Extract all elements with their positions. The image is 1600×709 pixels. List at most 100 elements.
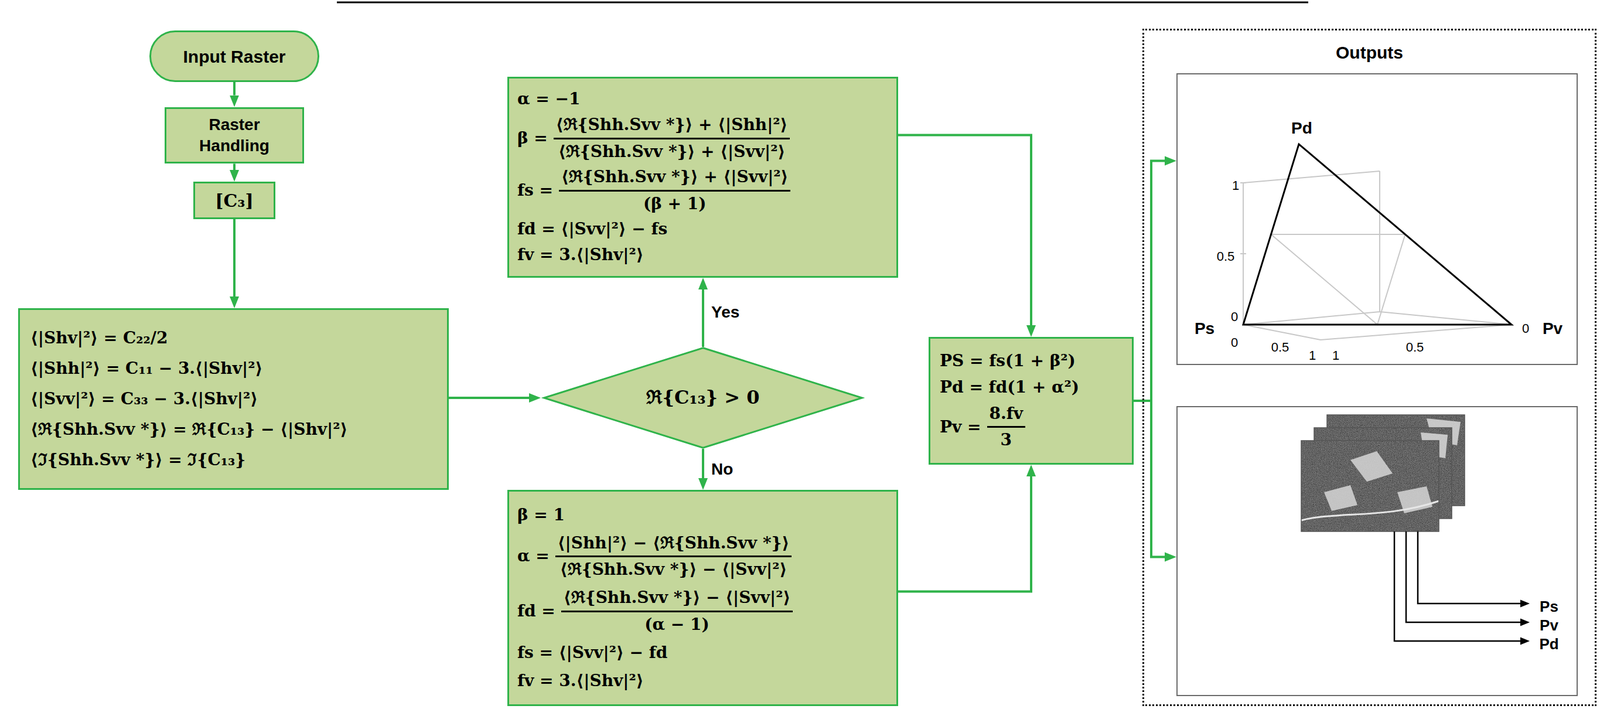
formula-text: fd = bbox=[517, 600, 556, 622]
image-stack bbox=[1301, 414, 1521, 641]
label-anchor: Pd bbox=[1539, 635, 1559, 653]
edge-label: No bbox=[711, 459, 733, 480]
formula-text: fs = ⟨|Svv|²⟩ − fd bbox=[517, 642, 668, 664]
plot-grid bbox=[1240, 171, 1512, 340]
formula-text: ⟨|Shv|²⟩ = C₂₂/2 bbox=[30, 327, 169, 349]
ternary-plot-panel: Pd10.5Ps000.5110.50Pv bbox=[1176, 73, 1578, 365]
formula-text: Pd = fd(1 + α²) bbox=[939, 376, 1080, 398]
connector-arrow bbox=[233, 219, 236, 297]
label-anchor: Pv bbox=[1542, 319, 1563, 339]
formula-row: fd =⟨ℜ{Shh.Svv *}⟩ − ⟨|Svv|²⟩(α − 1) bbox=[517, 587, 793, 636]
process-box: Raster Handling bbox=[164, 107, 305, 165]
formula-row: ⟨ℜ{Shh.Svv *}⟩ = ℜ{C₁₃} − ⟨|Shv|²⟩ bbox=[30, 418, 348, 440]
label-anchor: 1 bbox=[1232, 178, 1240, 193]
formula-row: ⟨|Shv|²⟩ = C₂₂/2 bbox=[30, 327, 169, 349]
image-stack-panel: PsPvPd bbox=[1176, 406, 1578, 697]
tick-label: 0 bbox=[1522, 321, 1530, 336]
formula-row: ⟨|Shh|²⟩ = C₁₁ − 3.⟨|Shv|²⟩ bbox=[30, 357, 263, 380]
formula-text: fv = 3.⟨|Shv|²⟩ bbox=[517, 670, 644, 692]
edge-label-anchor: No bbox=[711, 459, 733, 480]
fraction-numerator: ⟨ℜ{Shh.Svv *}⟩ + ⟨|Shh|²⟩ bbox=[553, 114, 791, 139]
formula-row: fs =⟨ℜ{Shh.Svv *}⟩ + ⟨|Svv|²⟩(β + 1) bbox=[517, 166, 791, 215]
decision-diamond: ℜ{C₁₃} > 0 bbox=[540, 346, 866, 449]
fraction-denominator: ⟨ℜ{Shh.Svv *}⟩ + ⟨|Svv|²⟩ bbox=[553, 139, 791, 163]
node-label: Raster Handling bbox=[183, 114, 285, 158]
formula-text: Pv = bbox=[939, 416, 982, 438]
fraction: ⟨ℜ{Shh.Svv *}⟩ + ⟨|Shh|²⟩⟨ℜ{Shh.Svv *}⟩ … bbox=[553, 114, 791, 163]
image-patch bbox=[1324, 451, 1433, 514]
axis-label: Pd bbox=[1291, 119, 1313, 138]
fraction-numerator: ⟨ℜ{Shh.Svv *}⟩ − ⟨|Svv|²⟩ bbox=[561, 587, 793, 612]
tick-label: 1 bbox=[1332, 348, 1340, 363]
formula-row: PS = fs(1 + β²) bbox=[939, 350, 1076, 372]
start-terminal: Input Raster bbox=[149, 30, 320, 83]
matrix-box: [C₃] bbox=[193, 181, 276, 220]
edge-label: Yes bbox=[711, 302, 740, 323]
connector-arrow bbox=[233, 163, 236, 170]
title-rule bbox=[336, 1, 1309, 4]
fraction-numerator: 8.fv bbox=[987, 403, 1026, 428]
tick-label: 0 bbox=[1230, 335, 1238, 350]
formula-text: ⟨|Shh|²⟩ = C₁₁ − 3.⟨|Shv|²⟩ bbox=[30, 357, 263, 380]
tick-label: 1 bbox=[1308, 348, 1316, 363]
tick-label: 0.5 bbox=[1216, 249, 1236, 264]
formula-box: α = −1β =⟨ℜ{Shh.Svv *}⟩ + ⟨|Shh|²⟩⟨ℜ{Shh… bbox=[507, 76, 899, 278]
label-anchor: 0 bbox=[1522, 321, 1530, 336]
formula-row: ⟨ℑ{Shh.Svv *}⟩ = ℑ{C₁₃} bbox=[30, 449, 246, 471]
formula-text: β = bbox=[517, 127, 548, 149]
power-box: PS = fs(1 + β²) Pd = fd(1 + α²) Pv =8.fv3 bbox=[928, 336, 1134, 465]
formula-row: Pv =8.fv3 bbox=[939, 403, 1026, 452]
formula-text: α = −1 bbox=[517, 88, 581, 110]
formula-text: fd = ⟨|Svv|²⟩ − fs bbox=[517, 218, 668, 240]
label-anchor: 1 bbox=[1332, 348, 1340, 363]
fraction-numerator: ⟨ℜ{Shh.Svv *}⟩ + ⟨|Svv|²⟩ bbox=[558, 166, 791, 191]
formula-row: α =⟨|Shh|²⟩ − ⟨ℜ{Shh.Svv *}⟩⟨ℜ{Shh.Svv *… bbox=[517, 532, 792, 581]
axis-label: Pv bbox=[1539, 616, 1559, 634]
formula-row: α = −1 bbox=[517, 88, 581, 110]
formula-text: ⟨ℜ{Shh.Svv *}⟩ = ℜ{C₁₃} − ⟨|Shv|²⟩ bbox=[30, 418, 348, 440]
node-label: ℜ{C₁₃} > 0 bbox=[646, 385, 760, 411]
panel-heading: Outputs bbox=[1144, 41, 1595, 64]
fraction: 8.fv3 bbox=[987, 403, 1026, 452]
leader-arrow bbox=[1406, 531, 1521, 623]
formula-text: PS = fs(1 + β²) bbox=[939, 350, 1076, 372]
diamond-shape bbox=[544, 348, 863, 449]
formula-row: ⟨|Svv|²⟩ = C₃₃ − 3.⟨|Shv|²⟩ bbox=[30, 388, 258, 410]
label-anchor: 0 bbox=[1230, 335, 1238, 350]
image-road bbox=[1301, 500, 1439, 521]
tick-label: 0 bbox=[1230, 309, 1238, 324]
label-anchor: 1 bbox=[1308, 348, 1316, 363]
formula-box: ⟨|Shv|²⟩ = C₂₂/2 ⟨|Shh|²⟩ = C₁₁ − 3.⟨|Shv… bbox=[18, 308, 449, 490]
axis-label: Pv bbox=[1542, 319, 1563, 339]
label-anchor: 0.5 bbox=[1216, 249, 1236, 264]
label-anchor: Pv bbox=[1539, 616, 1559, 634]
tick-label: 0.5 bbox=[1271, 340, 1290, 355]
leader-arrow bbox=[1417, 531, 1521, 604]
formula-row: fv = 3.⟨|Shv|²⟩ bbox=[517, 670, 644, 692]
label-anchor: Ps bbox=[1539, 598, 1559, 616]
fraction-numerator: ⟨|Shh|²⟩ − ⟨ℜ{Shh.Svv *}⟩ bbox=[555, 532, 793, 558]
fraction-denominator: (α − 1) bbox=[561, 612, 793, 636]
formula-text: β = 1 bbox=[517, 504, 565, 526]
node-label: Input Raster bbox=[182, 45, 286, 68]
tick-label: 0.5 bbox=[1406, 340, 1425, 355]
label-anchor: 0.5 bbox=[1271, 340, 1290, 355]
connector-arrow bbox=[1133, 160, 1165, 401]
formula-box: β = 1 α =⟨|Shh|²⟩ − ⟨ℜ{Shh.Svv *}⟩⟨ℜ{Shh.… bbox=[507, 489, 899, 706]
axis-label: Pd bbox=[1539, 635, 1559, 653]
outputs-panel: OutputsPd10.5Ps000.5110.50PvPsPvPd bbox=[1142, 28, 1597, 706]
formula-text: ⟨ℑ{Shh.Svv *}⟩ = ℑ{C₁₃} bbox=[30, 449, 246, 471]
tick-label: 1 bbox=[1232, 178, 1240, 193]
label-anchor: 0 bbox=[1230, 309, 1238, 324]
label-anchor: Pd bbox=[1291, 119, 1313, 138]
formula-row: fs = ⟨|Svv|²⟩ − fd bbox=[517, 642, 668, 664]
connector-arrow bbox=[898, 476, 1032, 592]
connector-arrow bbox=[701, 289, 705, 347]
ternary-plot bbox=[1240, 144, 1512, 340]
formula-row: Pd = fd(1 + α²) bbox=[939, 376, 1080, 398]
image-frame bbox=[1301, 440, 1439, 532]
fraction-denominator: ⟨ℜ{Shh.Svv *}⟩ − ⟨|Svv|²⟩ bbox=[555, 557, 793, 581]
leader-arrow bbox=[1394, 531, 1521, 641]
formula-row: fd = ⟨|Svv|²⟩ − fs bbox=[517, 218, 668, 240]
